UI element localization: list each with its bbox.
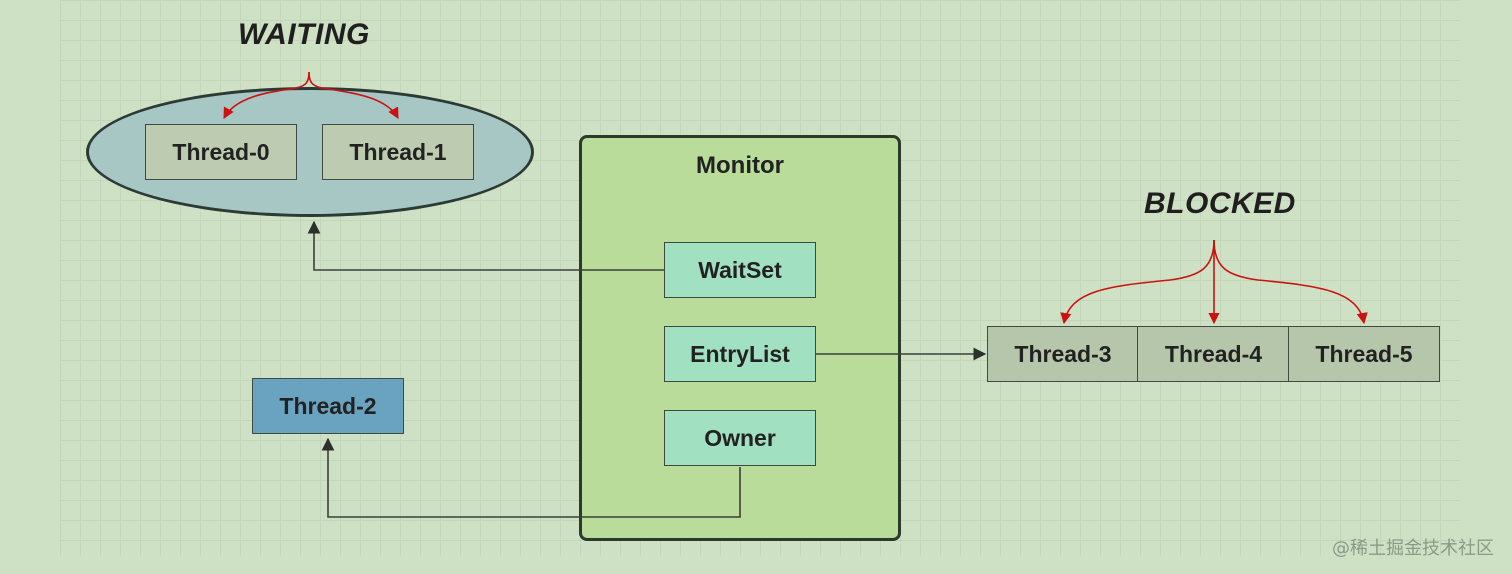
waiting-arrow-right (308, 71, 399, 119)
waiting-arrow-left (223, 71, 310, 119)
owner-to-thread2-arrow (321, 437, 741, 518)
thread-2-box: Thread-2 (252, 378, 404, 434)
thread-1-box: Thread-1 (322, 124, 474, 180)
owner-slot: Owner (664, 410, 816, 466)
waitset-slot: WaitSet (664, 242, 816, 298)
waitset-to-waiting-arrow (307, 220, 664, 271)
thread-4-box: Thread-4 (1137, 326, 1290, 382)
monitor-title: Monitor (696, 152, 784, 179)
entrylist-slot: EntryList (664, 326, 816, 382)
thread-5-box: Thread-5 (1288, 326, 1440, 382)
thread-0-box: Thread-0 (145, 124, 297, 180)
blocked-label: BLOCKED (1144, 187, 1296, 220)
waiting-label: WAITING (238, 18, 370, 51)
watermark-text: @稀土掘金技术社区 (1332, 538, 1494, 559)
blocked-arrow-right (1213, 239, 1368, 325)
thread-3-box: Thread-3 (987, 326, 1139, 382)
blocked-arrow-left (1060, 239, 1215, 325)
